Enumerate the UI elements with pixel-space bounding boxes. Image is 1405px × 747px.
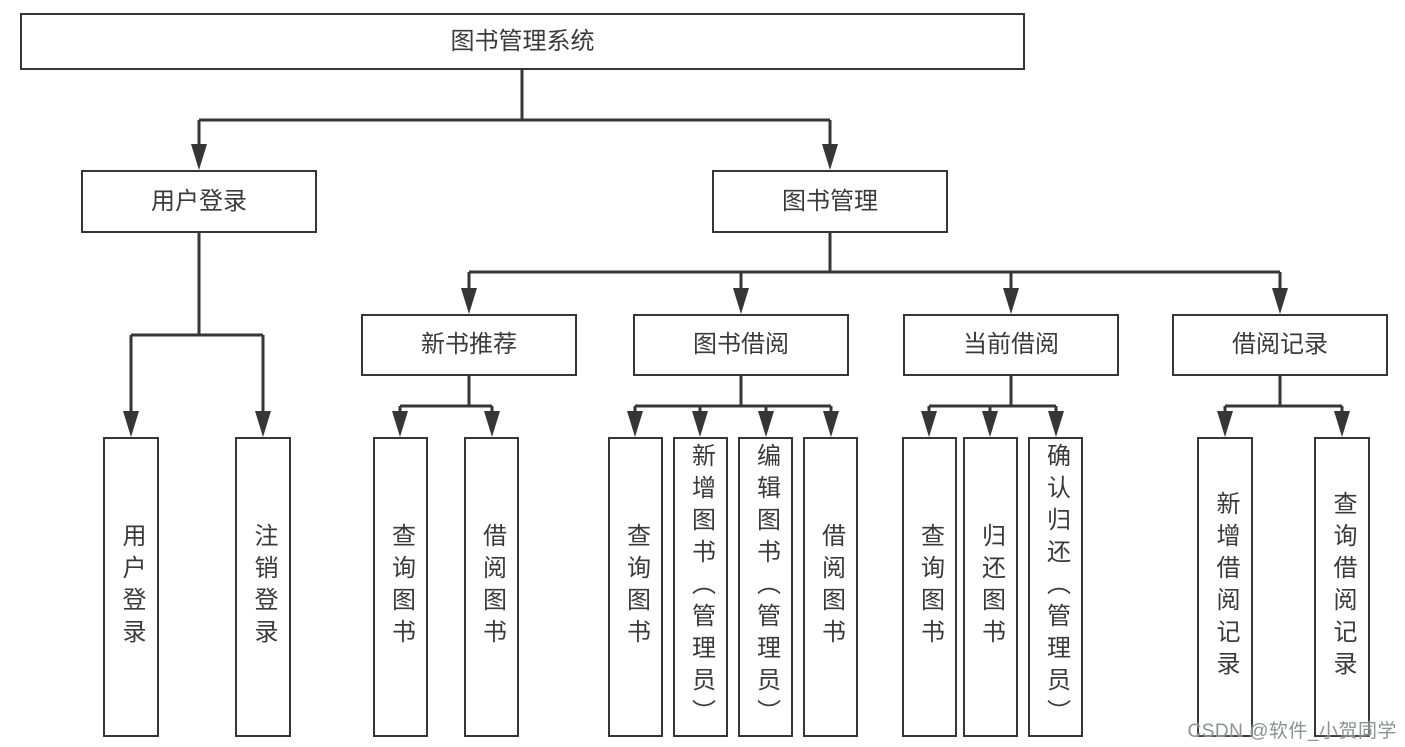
arrowhead-icon bbox=[484, 411, 500, 437]
leaf-query-books-borrow: 查询图书 bbox=[608, 437, 663, 737]
arrowhead-icon bbox=[692, 411, 708, 437]
connector-user-login-to-leaves bbox=[129, 233, 265, 415]
node-new-book-recommendation: 新书推荐 bbox=[361, 314, 577, 376]
arrowhead-icon bbox=[823, 411, 839, 437]
node-borrowing-records: 借阅记录 bbox=[1172, 314, 1388, 376]
connector-book-borrowing-to-leaves bbox=[633, 376, 833, 415]
arrowhead-icon bbox=[1003, 288, 1019, 314]
arrowhead-icon bbox=[461, 288, 477, 314]
arrowhead-icon bbox=[982, 411, 998, 437]
arrowhead-icon bbox=[627, 411, 643, 437]
leaf-query-books-current: 查询图书 bbox=[902, 437, 957, 737]
arrowhead-icon bbox=[191, 144, 207, 170]
arrowhead-icon bbox=[392, 411, 408, 437]
leaf-query-books-recommend: 查询图书 bbox=[373, 437, 428, 737]
arrowhead-icon bbox=[123, 411, 139, 437]
arrowhead-icon bbox=[1334, 411, 1350, 437]
connector-current-borrowing-to-leaves bbox=[927, 376, 1058, 415]
leaf-borrow-books-recommend: 借阅图书 bbox=[464, 437, 519, 737]
arrowhead-icon bbox=[733, 288, 749, 314]
csdn-watermark: CSDN @软件_小贺同学 bbox=[1187, 721, 1397, 742]
node-library-management-system: 图书管理系统 bbox=[20, 13, 1025, 70]
node-current-borrowing: 当前借阅 bbox=[903, 314, 1119, 376]
leaf-logout: 注销登录 bbox=[235, 437, 291, 737]
leaf-edit-books-admin: 编辑图书（管理员） bbox=[738, 437, 793, 737]
arrowheads bbox=[123, 144, 1350, 437]
arrowhead-icon bbox=[1217, 411, 1233, 437]
connector-book-management-to-level3 bbox=[467, 233, 1282, 292]
connector-borrowing-records-to-leaves bbox=[1223, 376, 1344, 415]
leaf-query-borrow-record: 查询借阅记录 bbox=[1314, 437, 1370, 737]
arrowhead-icon bbox=[1272, 288, 1288, 314]
leaf-borrow-books: 借阅图书 bbox=[803, 437, 858, 737]
node-book-borrowing: 图书借阅 bbox=[633, 314, 849, 376]
arrowhead-icon bbox=[1048, 411, 1064, 437]
arrowhead-icon bbox=[822, 144, 838, 170]
leaf-confirm-return-admin: 确认归还（管理员） bbox=[1028, 437, 1083, 737]
arrowhead-icon bbox=[255, 411, 271, 437]
connector-new-book-rec-to-leaves bbox=[398, 376, 494, 415]
node-user-login: 用户登录 bbox=[81, 170, 317, 233]
leaf-return-books: 归还图书 bbox=[963, 437, 1018, 737]
node-book-management: 图书管理 bbox=[712, 170, 948, 233]
arrowhead-icon bbox=[921, 411, 937, 437]
leaf-add-books-admin: 新增图书（管理员） bbox=[673, 437, 728, 737]
arrowhead-icon bbox=[758, 411, 774, 437]
leaf-add-borrow-record: 新增借阅记录 bbox=[1197, 437, 1253, 737]
leaf-user-login: 用户登录 bbox=[103, 437, 159, 737]
connector-root-to-level2 bbox=[197, 70, 832, 148]
